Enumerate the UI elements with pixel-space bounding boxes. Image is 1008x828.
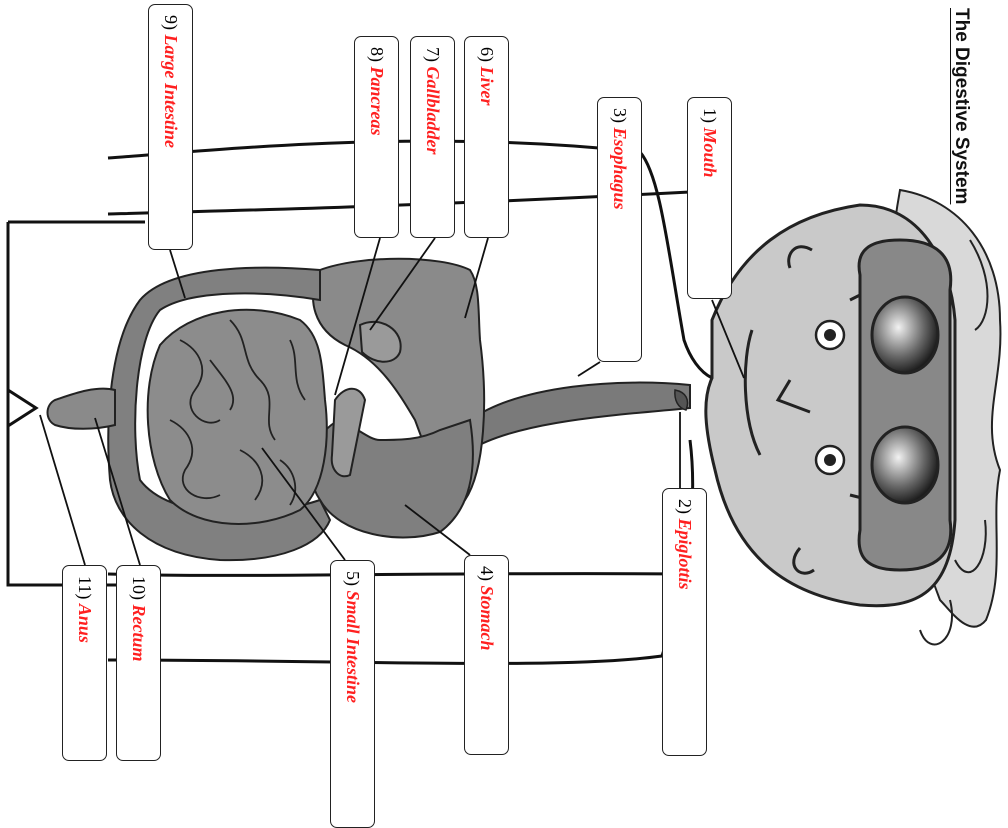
- label-stomach: 4) Stomach: [476, 566, 497, 651]
- label-box-esophagus: 3) Esophagus: [597, 97, 642, 362]
- label-box-liver: 6) Liver: [464, 36, 509, 238]
- small-intestine-shape: [148, 310, 327, 524]
- label-anus: 11) Anus: [74, 576, 95, 643]
- label-box-rectum: 10) Rectum: [116, 565, 161, 761]
- label-box-anus: 11) Anus: [62, 565, 107, 761]
- label-epiglottis: 2) Epiglottis: [674, 499, 695, 590]
- label-box-pancreas: 8) Pancreas: [354, 36, 399, 238]
- label-box-epiglottis: 2) Epiglottis: [662, 488, 707, 756]
- label-large-intestine: 9) Large Intestine: [160, 15, 181, 148]
- label-box-stomach: 4) Stomach: [464, 555, 509, 755]
- label-box-gallbladder: 7) Gallbladder: [410, 36, 455, 238]
- label-esophagus: 3) Esophagus: [609, 108, 630, 210]
- label-box-large-intestine: 9) Large Intestine: [148, 4, 193, 250]
- label-gallbladder: 7) Gallbladder: [422, 47, 443, 155]
- page-title: The Digestive System: [950, 8, 972, 204]
- rectum-shape: [48, 389, 116, 429]
- goggles: [859, 240, 951, 570]
- label-mouth: 1) Mouth: [699, 108, 720, 178]
- label-box-mouth: 1) Mouth: [687, 97, 732, 299]
- label-pancreas: 8) Pancreas: [366, 47, 387, 136]
- label-small-intestine: 5) Small Intestine: [342, 571, 363, 703]
- label-rectum: 10) Rectum: [128, 576, 149, 662]
- label-liver: 6) Liver: [476, 47, 497, 105]
- label-box-small-intestine: 5) Small Intestine: [330, 560, 375, 828]
- esophagus-tube: [470, 383, 690, 450]
